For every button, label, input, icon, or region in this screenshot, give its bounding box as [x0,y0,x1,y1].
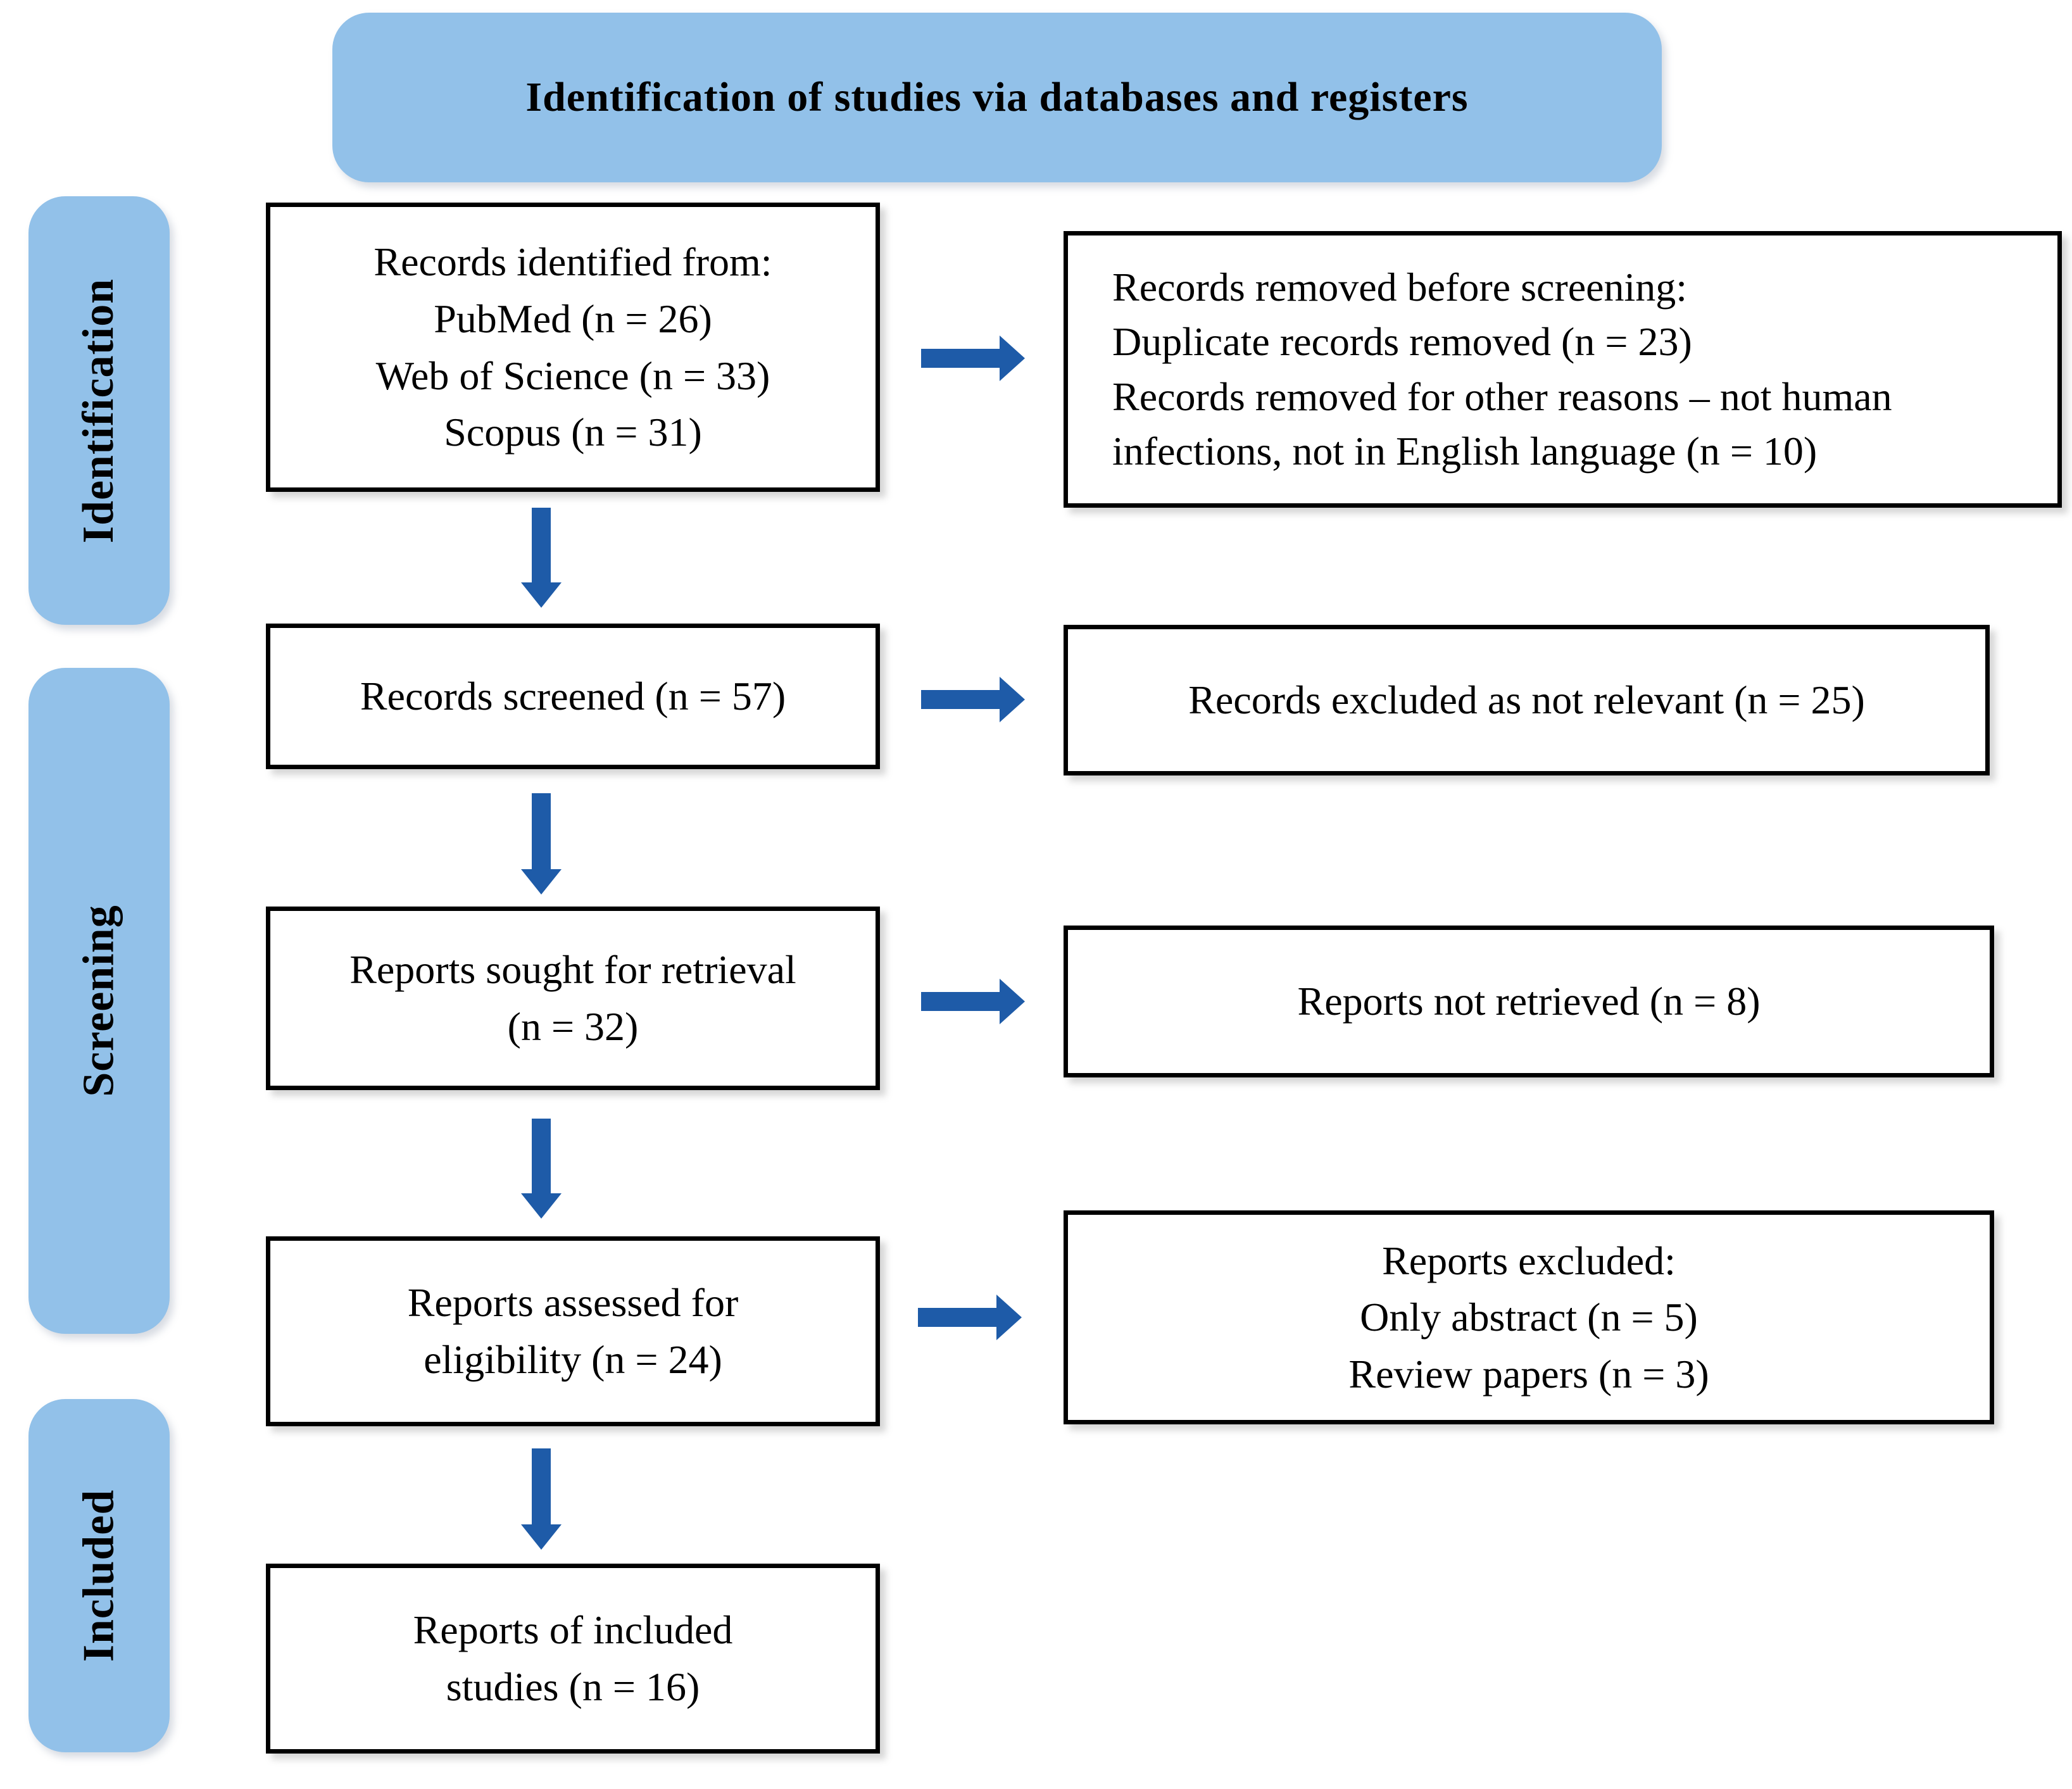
box-records-screened: Records screened (n = 57) [266,624,880,769]
arrow-head [996,1295,1022,1340]
arrow-shaft [532,1448,551,1524]
box-records-removed: Records removed before screening: Duplic… [1064,231,2062,508]
box-reports-assessed-text: Reports assessed for eligibility (n = 24… [407,1280,739,1382]
stage-identification: Identification [28,196,170,625]
down-arrow-icon-4 [521,1448,562,1550]
box-reports-not-retrieved-text: Reports not retrieved (n = 8) [1297,979,1761,1024]
stage-included-label: Included [74,1489,123,1662]
arrow-head [1000,677,1025,722]
arrow-shaft [918,1308,996,1327]
arrow-head [521,869,562,894]
box-records-removed-text: Records removed before screening: Duplic… [1112,264,1892,474]
stage-included: Included [28,1399,170,1752]
arrow-shaft [921,690,1000,709]
arrow-shaft [532,1119,551,1193]
arrow-head [1000,336,1025,381]
box-records-excluded-text: Records excluded as not relevant (n = 25… [1188,677,1865,723]
arrow-head [521,1524,562,1550]
box-records-screened-text: Records screened (n = 57) [360,674,786,719]
page-title: Identification of studies via databases … [525,74,1469,120]
right-arrow-icon-3 [921,979,1025,1024]
right-arrow-icon-1 [921,336,1025,381]
box-reports-excluded: Reports excluded: Only abstract (n = 5) … [1064,1210,1994,1424]
arrow-shaft [532,508,551,582]
box-reports-included-text: Reports of included studies (n = 16) [413,1607,733,1709]
arrow-shaft [532,793,551,869]
arrow-head [521,582,562,608]
title-banner: Identification of studies via databases … [332,13,1662,182]
box-reports-included: Reports of included studies (n = 16) [266,1564,880,1754]
box-reports-assessed: Reports assessed for eligibility (n = 24… [266,1236,880,1426]
right-arrow-icon-2 [921,677,1025,722]
box-reports-not-retrieved: Reports not retrieved (n = 8) [1064,926,1994,1077]
right-arrow-icon-4 [918,1295,1022,1340]
stage-identification-label: Identification [74,278,123,543]
box-reports-sought-text: Reports sought for retrieval (n = 32) [349,947,796,1049]
down-arrow-icon-2 [521,793,562,894]
arrow-shaft [921,349,1000,368]
stage-screening-label: Screening [74,905,123,1097]
arrow-head [1000,979,1025,1024]
arrow-shaft [921,992,1000,1011]
box-records-excluded: Records excluded as not relevant (n = 25… [1064,625,1990,775]
down-arrow-icon-3 [521,1119,562,1219]
box-records-identified-text: Records identified from: PubMed (n = 26)… [374,239,772,455]
stage-screening: Screening [28,668,170,1334]
box-reports-excluded-text: Reports excluded: Only abstract (n = 5) … [1348,1238,1709,1397]
down-arrow-icon-1 [521,508,562,608]
arrow-head [521,1193,562,1219]
box-records-identified: Records identified from: PubMed (n = 26)… [266,203,880,492]
box-reports-sought: Reports sought for retrieval (n = 32) [266,907,880,1090]
